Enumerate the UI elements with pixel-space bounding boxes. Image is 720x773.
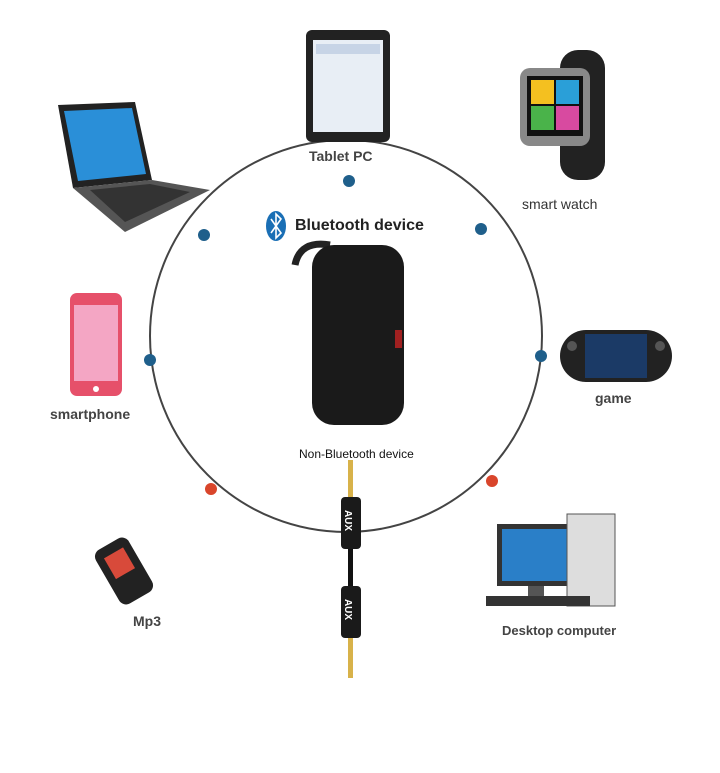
bluetooth-icon [266,211,286,241]
desktop-computer-image [486,513,616,607]
dot-game [535,350,547,362]
dot-desktop [486,475,498,487]
game-label: game [595,390,632,406]
non-bluetooth-device-label: Non-Bluetooth device [299,447,414,461]
smartphone-image [70,293,122,396]
smartwatch-label: smart watch [522,196,598,212]
laptop-image [58,102,210,232]
dot-smartphone [144,354,156,366]
game-console-image [560,330,672,382]
dot-watch [475,223,487,235]
bluetooth-device-label: Bluetooth device [295,217,424,234]
dot-tablet [343,175,355,187]
dot-laptop [198,229,210,241]
desktop-label: Desktop computer [502,623,617,638]
mp3-player-image [94,537,154,605]
aux-label-top: AUX [342,509,354,532]
tablet-image [306,30,390,142]
tablet-label: Tablet PC [309,148,373,164]
dot-mp3 [205,483,217,495]
smartwatch-image [520,50,605,180]
ring-dots [144,175,547,495]
aux-cable-image [341,460,361,678]
smartphone-label: smartphone [50,406,131,422]
aux-label-bottom: AUX [342,598,354,621]
mp3-label: Mp3 [133,613,161,629]
speaker-image [291,240,404,425]
